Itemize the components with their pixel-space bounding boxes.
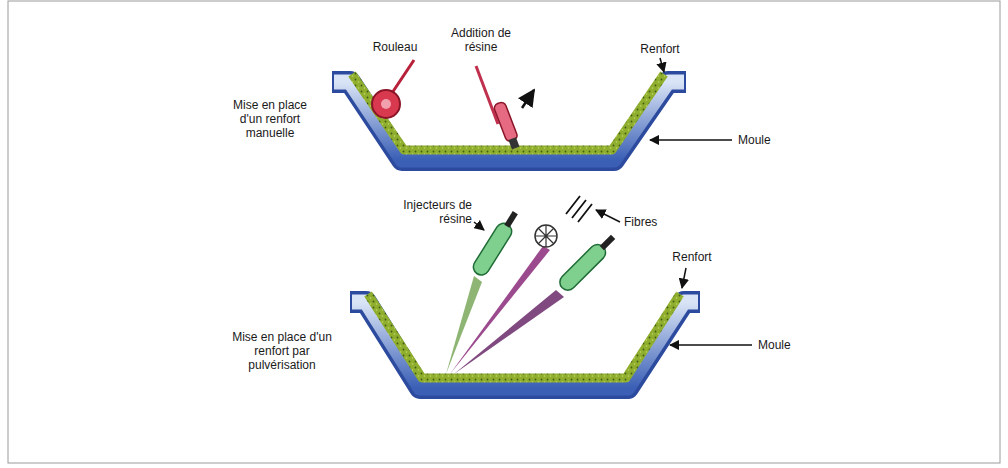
part-label: Addition de résine <box>446 26 516 54</box>
resin-injector <box>470 211 517 278</box>
caption-label: Mise en place d'un renfort manuelle <box>222 98 318 140</box>
mould-spray <box>350 294 700 388</box>
leader-line <box>670 344 752 346</box>
mould-manual <box>332 74 686 160</box>
frame-border <box>8 1 1000 463</box>
part-label: Moule <box>738 133 798 147</box>
resin-injector <box>557 235 616 294</box>
part-label: Rouleau <box>360 40 430 54</box>
part-label: Fibres <box>624 215 684 229</box>
resin-brush <box>476 66 534 149</box>
spray-jets <box>446 246 564 374</box>
leader-line <box>650 139 732 141</box>
part-label: Renfort <box>662 250 722 264</box>
roller <box>372 60 414 118</box>
leader-line <box>596 210 620 222</box>
caption-label: Mise en place d'un renfort par pulvérisa… <box>226 330 338 372</box>
part-label: Injecteurs de résine <box>396 198 472 226</box>
leader-line <box>660 58 664 72</box>
fibre-chopper <box>535 196 592 247</box>
leader-line <box>474 222 484 230</box>
leader-line <box>682 268 686 288</box>
part-label: Moule <box>758 338 818 352</box>
part-label: Renfort <box>630 42 690 56</box>
